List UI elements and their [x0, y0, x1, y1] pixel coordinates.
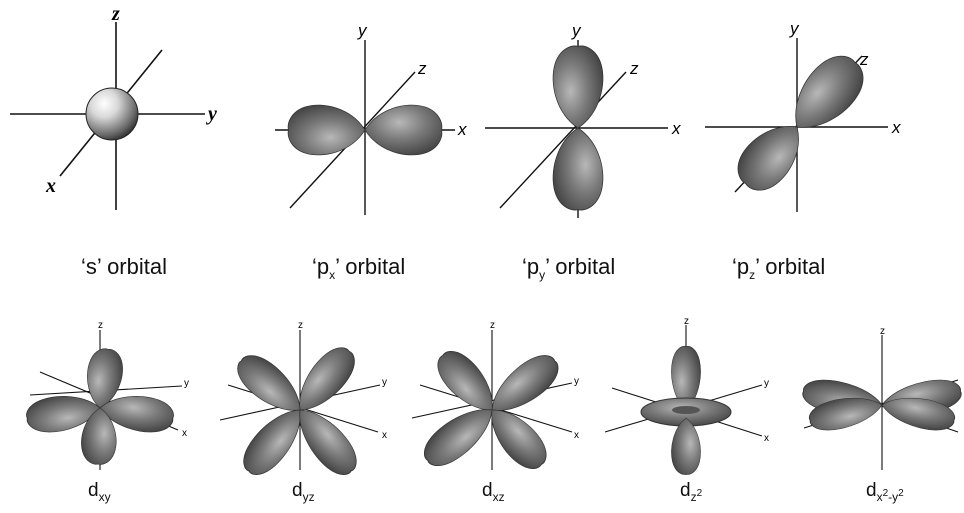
- py-orbital: y z x: [485, 21, 681, 218]
- dz2-caption: dz2: [680, 480, 702, 504]
- dz2-caption-base: d: [680, 480, 691, 501]
- dz2-axis-x: x: [764, 433, 769, 444]
- px-label-x: x: [457, 120, 467, 139]
- dx2y2-sub-x: x: [876, 490, 883, 504]
- px-orbital-caption: ‘px’ orbital: [312, 254, 405, 282]
- dxz-orbital: z y x: [411, 320, 579, 477]
- dx2y2-orbital: z: [800, 326, 964, 470]
- pz-label-z: z: [859, 50, 869, 69]
- py-caption-close: ’ orbital: [545, 254, 616, 279]
- dyz-axis-y: y: [382, 377, 387, 388]
- px-label-y: y: [357, 21, 368, 40]
- dyz-orbital: z y x: [219, 320, 387, 483]
- dxy-axis-y: y: [184, 378, 189, 389]
- s-label-x: x: [45, 175, 56, 197]
- pz-caption-close: ’ orbital: [755, 254, 826, 279]
- py-label-y: y: [571, 21, 582, 40]
- dz2-sup-2: 2: [696, 488, 703, 499]
- s-orbital-caption: ‘s’ orbital: [81, 254, 167, 279]
- dyz-caption-sub: yz: [302, 490, 315, 504]
- dyz-caption: dyz: [292, 480, 315, 504]
- py-caption-sub: y: [539, 268, 546, 282]
- pz-label-y: y: [789, 19, 800, 38]
- dyz-axis-x: x: [382, 430, 387, 441]
- pz-caption-sub: z: [749, 268, 756, 282]
- px-caption-sub: x: [329, 268, 336, 282]
- dxy-caption-sub: xy: [98, 490, 111, 504]
- dx2y2-caption: dx2-y2: [866, 480, 904, 504]
- dyz-axis-z: z: [298, 320, 303, 331]
- s-label-y: y: [206, 103, 217, 125]
- px-orbital: y z x: [275, 21, 467, 215]
- dxy-axis-z: z: [98, 320, 103, 331]
- dx2y2-caption-sub: x2-y2: [876, 488, 904, 504]
- dxz-caption-base: d: [482, 480, 493, 501]
- py-orbital-caption: ‘py’ orbital: [522, 254, 615, 282]
- px-label-z: z: [417, 59, 427, 78]
- pz-orbital: y z x: [705, 19, 901, 212]
- dz2-axis-z: z: [684, 316, 689, 327]
- dxz-axis-z: z: [490, 320, 495, 331]
- dx2y2-axis-z: z: [880, 326, 885, 337]
- s-sphere: [85, 87, 139, 141]
- dxy-caption: dxy: [88, 480, 111, 504]
- px-caption-open: ‘p: [312, 254, 330, 279]
- dxy-axis-x: x: [182, 428, 187, 439]
- dz2-sub-z: z: [690, 490, 697, 504]
- s-orbital: z y x: [10, 3, 217, 210]
- dx2y2-sup-b: 2: [898, 488, 904, 499]
- px-caption-close: ’ orbital: [335, 254, 406, 279]
- dxy-caption-base: d: [88, 480, 99, 501]
- dyz-caption-base: d: [292, 480, 303, 501]
- dz2-axis-y: y: [764, 378, 769, 389]
- dxy-orbital: z y x: [24, 320, 189, 470]
- dxz-axis-x: x: [574, 430, 579, 441]
- dx2y2-caption-base: d: [866, 480, 877, 501]
- dxz-caption: dxz: [482, 480, 505, 504]
- s-label-z: z: [111, 3, 120, 25]
- dx2y2-sup-a: 2: [882, 488, 889, 499]
- pz-label-x: x: [891, 118, 901, 137]
- pz-caption-open: ‘p: [732, 254, 750, 279]
- dxz-axis-y: y: [574, 376, 579, 387]
- dz2-orbital: z y x: [604, 316, 769, 475]
- pz-orbital-caption: ‘pz’ orbital: [732, 254, 825, 282]
- dx2y2-sub-y: -y: [888, 490, 899, 504]
- dz2-caption-sub: z2: [690, 488, 703, 504]
- py-label-z: z: [629, 59, 639, 78]
- dxz-caption-sub: xz: [492, 490, 505, 504]
- py-caption-open: ‘p: [522, 254, 540, 279]
- py-label-x: x: [671, 119, 681, 138]
